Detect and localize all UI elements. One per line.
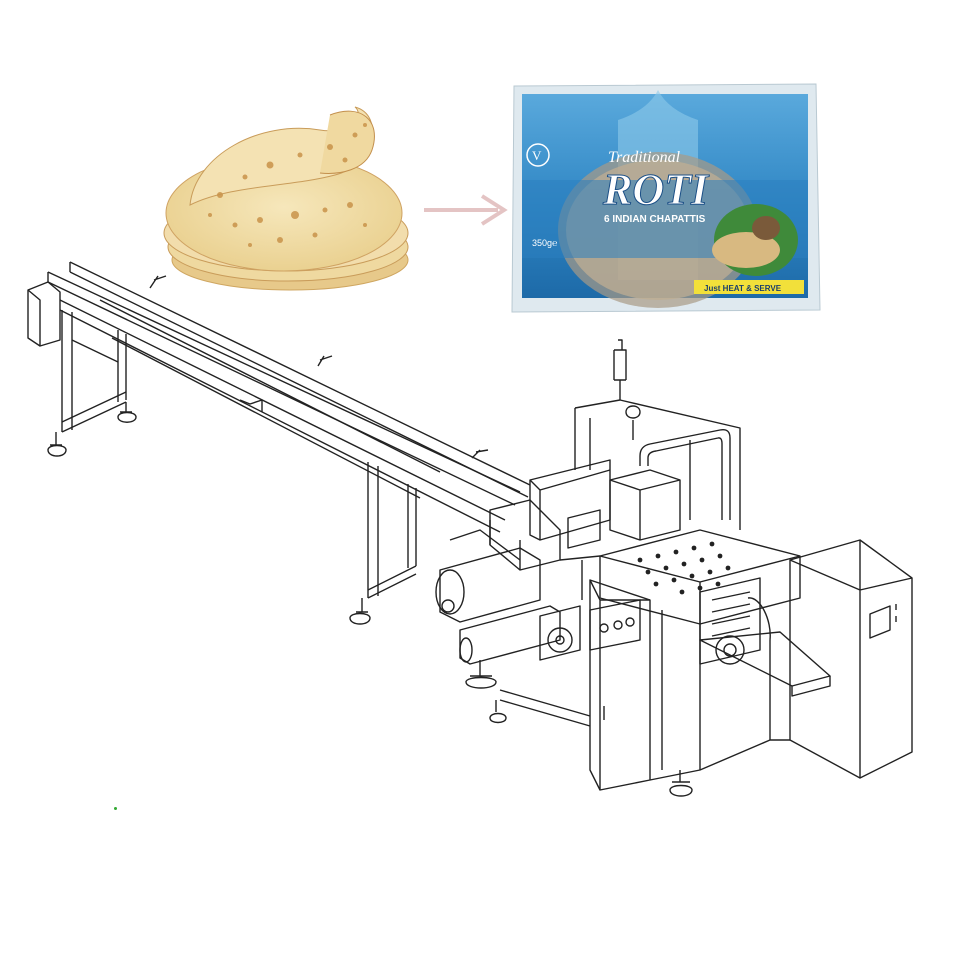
package-tagline: Just HEAT & SERVE bbox=[704, 284, 782, 293]
machine-body bbox=[435, 339, 913, 797]
stray-dot bbox=[114, 807, 117, 810]
package-subtitle: 6 INDIAN CHAPATTIS bbox=[604, 214, 706, 225]
vegetarian-v-icon: V bbox=[532, 148, 542, 163]
package-weight: 350g℮ bbox=[532, 238, 557, 248]
roti-stack-image bbox=[163, 106, 409, 291]
package-title-script: Traditional bbox=[608, 149, 681, 166]
infeed-conveyor bbox=[27, 261, 531, 625]
plate-holes bbox=[637, 541, 731, 595]
arrow-right-icon bbox=[424, 194, 508, 226]
package-title-main: ROTI bbox=[602, 165, 710, 214]
roti-package-image: V Traditional ROTI 6 INDIAN CHAPATTIS 35… bbox=[511, 83, 821, 313]
